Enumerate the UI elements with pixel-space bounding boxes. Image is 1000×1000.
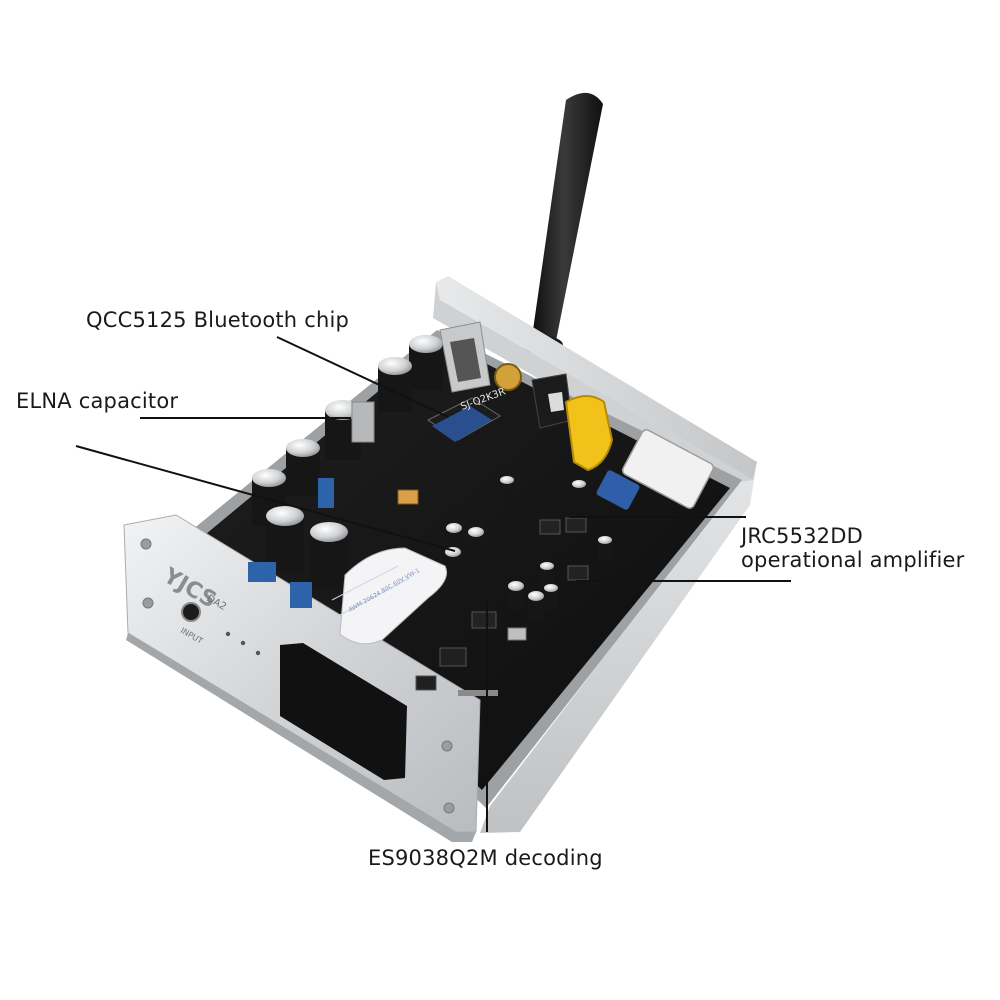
- dac-chip: [471, 611, 497, 629]
- leader-line-diag: [75, 445, 456, 552]
- electrolytic-capacitor: [286, 439, 320, 496]
- white-connector: [621, 429, 715, 509]
- op-amp-chip: [567, 565, 589, 581]
- ic-chip: [539, 519, 561, 535]
- heatsink: [351, 401, 375, 443]
- leader-line-qcc: [276, 336, 449, 418]
- small-capacitor: [598, 536, 612, 560]
- label-jrc-line2: operational amplifier: [741, 548, 965, 572]
- label-jrc-line1: JRC5532DD: [741, 524, 863, 548]
- yellow-rca-jack: [564, 395, 614, 472]
- capacitor-bank: [248, 335, 443, 608]
- antenna: [523, 92, 603, 354]
- electrolytic-capacitor: [409, 335, 443, 390]
- small-capacitor: [544, 584, 558, 610]
- small-capacitor: [468, 527, 484, 554]
- small-capacitor: [540, 562, 554, 586]
- screw-icon: [441, 740, 453, 752]
- input-button: [181, 602, 201, 622]
- small-components: [397, 476, 612, 696]
- label-es9038q2m-decoding: ES9038Q2M decoding: [368, 846, 603, 870]
- electrolytic-capacitor: [378, 357, 412, 412]
- small-capacitor: [446, 523, 462, 550]
- coaxial-connector: [494, 363, 522, 391]
- film-capacitor: [290, 582, 312, 608]
- label-elna-capacitor: ELNA capacitor: [16, 389, 179, 413]
- pin-header: [458, 690, 498, 696]
- label-jrc5532dd-op-amp: JRC5532DD operational amplifier: [741, 524, 965, 572]
- film-capacitor: [248, 562, 276, 582]
- screw-icon: [142, 597, 154, 609]
- ic-chip: [415, 675, 437, 691]
- op-amp-chip: [565, 517, 587, 533]
- electrolytic-capacitor: [310, 522, 348, 588]
- film-capacitor: [318, 478, 334, 508]
- small-capacitor: [572, 480, 586, 504]
- screw-icon: [443, 802, 455, 814]
- label-qcc5125-bluetooth-chip: QCC5125 Bluetooth chip: [86, 308, 350, 332]
- ic-chip: [439, 647, 467, 667]
- leader-lines: [75, 336, 791, 832]
- indicator-led: [240, 640, 246, 646]
- electrolytic-capacitor: [266, 506, 304, 572]
- screw-icon: [140, 538, 152, 550]
- small-capacitor: [528, 591, 544, 620]
- indicator-led: [255, 650, 261, 656]
- display-window: [280, 643, 407, 780]
- small-capacitor: [508, 581, 524, 610]
- indicator-led: [225, 631, 231, 637]
- ribbon-cable: AWM 20624 80C 60V VW-1: [331, 547, 448, 645]
- crystal-oscillator: [507, 627, 527, 641]
- ic-chip: [397, 489, 419, 505]
- small-capacitor: [500, 476, 514, 500]
- rear-connectors: [439, 321, 715, 510]
